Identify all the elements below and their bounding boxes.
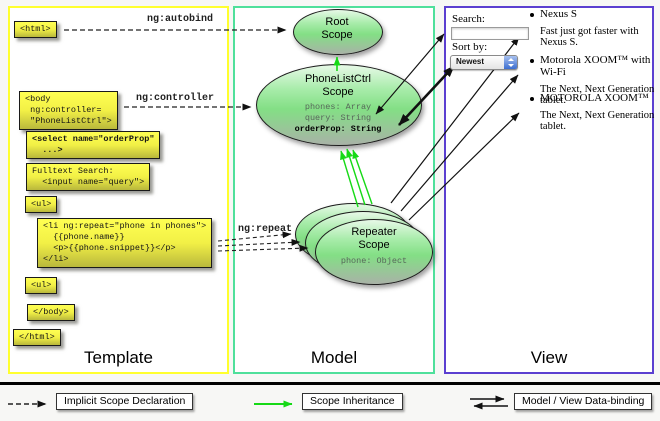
sort-by-selected-value: Newest bbox=[456, 57, 485, 66]
phone-name: MOTOROLA XOOM™ bbox=[540, 92, 649, 104]
phone-name: Nexus S bbox=[540, 8, 577, 20]
phone-snippet: Fast just got faster with Nexus S. bbox=[540, 26, 639, 48]
code-box-fulltext-search: Fulltext Search: <input name="query"> bbox=[26, 163, 151, 192]
phone-list-item: Nexus S Fast just got faster with Nexus … bbox=[540, 8, 658, 48]
double-arrow-icon bbox=[470, 395, 508, 410]
sort-by-label: Sort by: bbox=[452, 41, 488, 53]
phone-snippet: The Next, Next Generation tablet. bbox=[540, 84, 655, 106]
root-scope-title: Root Scope bbox=[321, 16, 353, 42]
model-panel bbox=[233, 6, 435, 374]
code-box-ul-open: <ul> bbox=[25, 196, 58, 214]
search-label: Search: bbox=[452, 13, 485, 25]
code-box-html-close: </html> bbox=[13, 329, 61, 347]
sort-by-select[interactable]: Newest bbox=[450, 55, 518, 70]
template-panel-label: Template bbox=[84, 348, 153, 367]
phonelistctrl-scope-text: PhoneListCtrl Scope phones: Array query:… bbox=[258, 73, 418, 134]
legend-model-view-databinding: Model / View Data-binding bbox=[514, 393, 653, 410]
bullet-icon bbox=[530, 97, 534, 101]
green-arrow-icon bbox=[254, 400, 293, 408]
model-panel-label: Model bbox=[310, 348, 358, 367]
code-box-li-repeat: <li ng:repeat="phone in phones"> {{phone… bbox=[37, 218, 213, 269]
phone-snippet: The Next, Next Generation tablet. bbox=[540, 110, 655, 132]
bullet-icon bbox=[530, 59, 534, 63]
code-box-html-open: <html> bbox=[14, 21, 57, 39]
code-box-body-open: <body ng:controller= "PhoneListCtrl"> bbox=[19, 91, 118, 131]
repeater-prop-phone: phone: Object bbox=[340, 256, 408, 267]
phonelistctrl-prop-phones: phones: Array bbox=[304, 102, 372, 113]
phone-list-item: MOTOROLA XOOM™ The Next, Next Generation… bbox=[540, 92, 658, 132]
bullet-icon bbox=[530, 13, 534, 17]
repeater-scope-title: Repeater Scope bbox=[351, 226, 397, 252]
legend-separator bbox=[0, 382, 660, 385]
repeater-scope-text: Repeater Scope phone: Object bbox=[318, 226, 430, 267]
legend-implicit-scope-declaration: Implicit Scope Declaration bbox=[56, 393, 194, 410]
dashed-arrow-icon bbox=[8, 400, 47, 408]
view-panel-label: View bbox=[530, 348, 568, 367]
repeater-scope-ellipse-front bbox=[315, 219, 433, 285]
phonelistctrl-scope-title: PhoneListCtrl Scope bbox=[304, 73, 372, 99]
code-box-ul-close: <ul> bbox=[25, 277, 58, 295]
label-ng-autobind: ng:autobind bbox=[147, 14, 214, 25]
select-stepper-icon bbox=[504, 56, 517, 69]
phone-name: Motorola XOOM™ with Wi-Fi bbox=[540, 54, 651, 78]
phone-list-item: Motorola XOOM™ with Wi-Fi The Next, Next… bbox=[540, 54, 658, 106]
phonelistctrl-prop-orderprop: orderProp: String bbox=[294, 123, 382, 134]
root-scope-ellipse bbox=[293, 9, 383, 55]
search-input[interactable] bbox=[451, 27, 529, 40]
label-ng-controller: ng:controller bbox=[136, 93, 215, 104]
phonelistctrl-prop-query: query: String bbox=[304, 113, 372, 123]
legend-scope-inheritance: Scope Inheritance bbox=[302, 393, 403, 410]
label-ng-repeat: ng:repeat bbox=[238, 224, 293, 235]
code-box-select: <select name="orderProp" ...> bbox=[26, 131, 161, 160]
code-box-body-close: </body> bbox=[27, 304, 75, 322]
